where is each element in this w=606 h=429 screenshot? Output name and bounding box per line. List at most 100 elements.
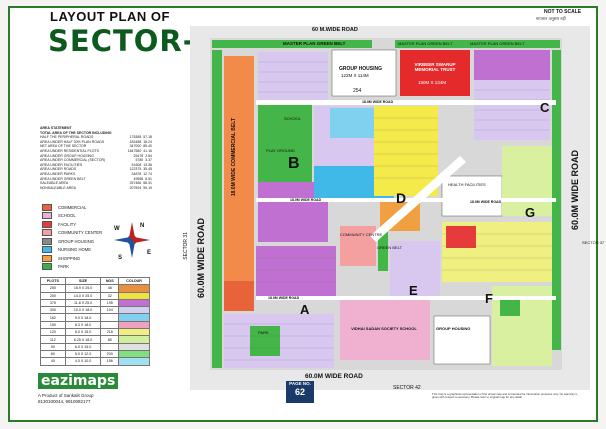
- commercial-belt: [224, 56, 254, 281]
- plots-cell-nos: [100, 320, 120, 330]
- compass-w: W: [114, 226, 120, 232]
- disclaimer: This map is a graphical representation o…: [432, 392, 578, 400]
- area-statement-row: AREA UNDER ROADS 122375 35.45: [40, 167, 152, 172]
- area-statement-row: HALF THE PERIPHERAL ROADS 175388 57.18: [40, 135, 152, 140]
- area-row-label: AREA UNDER PARKS: [40, 171, 76, 176]
- area-row-label: AREA UNDER GROUP HOUSING: [40, 153, 94, 158]
- legend-item: NURSING HOME: [42, 246, 102, 255]
- plots-table-header: SIZE: [64, 276, 102, 286]
- group-housing-label: GROUP HOUSING: [339, 66, 382, 72]
- plots-cell-colour: [118, 313, 150, 322]
- plots-cell-plot: 250: [40, 284, 66, 293]
- commercial-belt-label: 18.0M WIDE COMMERCIAL BELT: [231, 118, 237, 197]
- plots-cell-colour: [118, 291, 150, 300]
- plots-cell-nos: 218: [100, 328, 120, 337]
- plots-table-header: NOS: [100, 276, 120, 286]
- legend-item: SCHOOL: [42, 212, 102, 221]
- compass-e: E: [147, 250, 151, 256]
- area-row-values: 257486 68.31: [129, 181, 152, 186]
- compass-n: N: [140, 223, 144, 229]
- area-row-label: AREA UNDER GREEN BELT: [40, 176, 86, 181]
- road-bottom-label: 60.0M WIDE ROAD: [305, 373, 363, 380]
- plots-cell-size: 11.8 X 25.0: [64, 298, 102, 308]
- title-small: LAYOUT PLAN OF: [50, 9, 170, 24]
- block-a-plots-top: [256, 246, 336, 296]
- internal-road-1: [256, 100, 556, 105]
- sector-42-label: SECTOR 42: [393, 385, 421, 391]
- plots-cell-plot: 162: [40, 313, 66, 322]
- area-row-label: AREA UNDER FACILITIES: [40, 162, 83, 167]
- school-label: SCHOOL: [284, 116, 301, 121]
- central-school: [330, 108, 374, 138]
- legend-label: COMMUNITY CENTER: [58, 230, 103, 236]
- logo-sub-1: A Product of Sankalit Group: [38, 393, 94, 398]
- green-belt-label: GREEN BELT: [377, 245, 403, 250]
- commercial-lower: [224, 281, 254, 311]
- internal-road-2: [256, 198, 556, 202]
- facility-red: [446, 226, 476, 248]
- eazimaps-logo: eazimaps: [38, 373, 119, 389]
- plots-cell-size: 9.0 X 18.0: [64, 313, 102, 322]
- plots-cell-colour: [118, 349, 150, 359]
- play-ground-label: PLAY GROUND: [266, 148, 295, 153]
- plots-cell-colour: [118, 342, 150, 351]
- legend-label: PARK: [58, 264, 70, 270]
- area-row-values: 122375 35.45: [129, 167, 152, 172]
- road-left: [190, 26, 210, 390]
- area-row-values: 51608 13.36: [131, 162, 152, 167]
- block-f-park: [500, 296, 520, 316]
- plots-cell-colour: [118, 335, 150, 344]
- green-belt-top-1: [212, 40, 372, 48]
- road-top-label: 60 M.WIDE ROAD: [312, 27, 358, 33]
- vidya-school-label: VIDHAI SADAN SOCIETY SCHOOL: [351, 326, 417, 331]
- area-row-values: 175388 57.18: [129, 135, 152, 140]
- legend-swatch: [42, 237, 52, 245]
- logo-sub-2: 8130100044, 9910082177: [38, 399, 91, 404]
- block-letter-b: B: [288, 155, 300, 172]
- legend-swatch: [42, 220, 52, 228]
- area-row-label: AREA UNDER COMMERCIAL (SECTOR): [40, 158, 106, 163]
- area-statement-heading: AREA STATEMENT: [40, 126, 72, 130]
- plots-cell-colour: [118, 328, 150, 337]
- plots-cell-colour: [118, 320, 150, 330]
- plots-cell-nos: 156: [100, 357, 120, 366]
- plots-cell-nos: 32: [100, 291, 120, 300]
- park-label: PARK: [258, 330, 269, 335]
- block-c-plots-top: [474, 50, 550, 80]
- sector-31-label: SECTOR 31: [183, 232, 189, 260]
- legend-item: SHOPPING: [42, 254, 102, 263]
- plots-cell-size: 16.9 X 25.0: [64, 284, 102, 293]
- area-statement-subheading: TOTAL AREA OF THE SECTOR INCLUDING: [40, 130, 112, 135]
- sector-37-label: SECTOR 37: [582, 240, 605, 245]
- area-row-values: 1647580 41.16: [127, 148, 152, 153]
- legend-swatch: [42, 212, 52, 220]
- legend-item: COMMUNITY CENTER: [42, 229, 102, 238]
- compass-icon: N S E W: [114, 222, 151, 261]
- diagonal-road: [370, 156, 466, 242]
- area-row-values: 207594 59.19: [129, 185, 152, 190]
- block-a-park: [250, 326, 280, 356]
- green-belt-top-2: [395, 40, 560, 48]
- plots-cell-plot: 120: [40, 328, 66, 337]
- plots-cell-colour: [118, 298, 150, 308]
- area-row-label: AREA UNDER ROADS: [40, 167, 77, 172]
- plots-cell-size: 14.0 X 25.0: [64, 291, 102, 300]
- area-row-values: 34878 12.74: [131, 171, 152, 176]
- plots-cell-size: 5.0 X 12.0: [64, 349, 102, 359]
- area-row-label: HALF THE PERIPHERAL ROADS: [40, 135, 94, 140]
- green-belt-center: [378, 231, 388, 271]
- plots-cell-colour: [118, 306, 150, 315]
- area-row-label: AREA UNDER HALF 30% PLAN ROADS: [40, 139, 105, 144]
- legend-swatch: [42, 263, 52, 271]
- plots-cell-size: 8.0 X 15.0: [64, 328, 102, 337]
- not-to-scale-hindi: मापमान अनुसार नहीं: [536, 16, 566, 21]
- block-d-plots: [374, 106, 438, 196]
- plots-cell-plot: 40: [40, 357, 66, 366]
